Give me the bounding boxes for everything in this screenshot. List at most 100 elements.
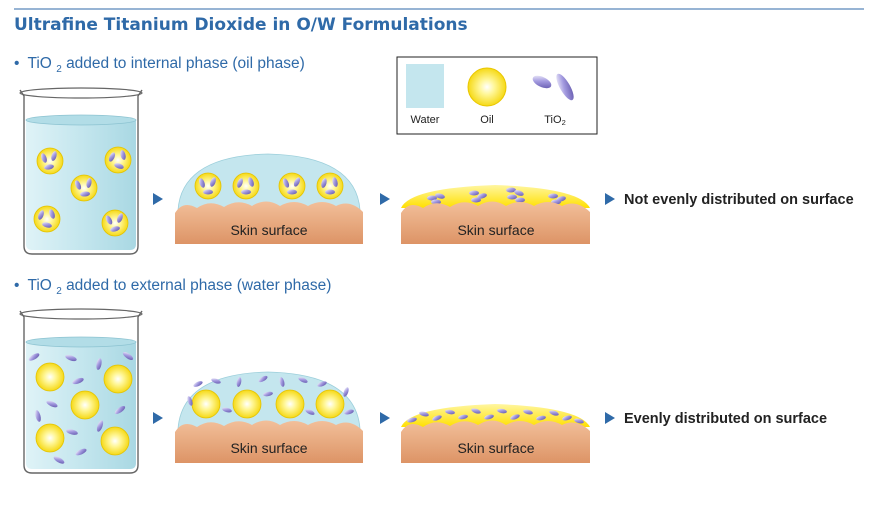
section1-text-before: TiO xyxy=(27,55,51,72)
beaker-liquid-surface xyxy=(25,336,137,348)
tio2-particle xyxy=(523,409,533,415)
section2-text-after: added to external phase (water phase) xyxy=(66,277,331,294)
beaker-glass xyxy=(19,89,143,255)
tio2-particle xyxy=(65,354,77,362)
arrow-right-icon xyxy=(605,412,615,424)
tio2-cluster xyxy=(506,187,525,203)
tio2-particle xyxy=(305,409,315,415)
arrow-right-icon xyxy=(153,412,163,424)
arrow-right-icon xyxy=(380,193,390,205)
beaker-rim xyxy=(19,87,143,99)
tio2-particle xyxy=(298,377,308,383)
tio2-particle xyxy=(407,417,417,423)
oil-droplet xyxy=(35,423,65,453)
section2-bullet: • xyxy=(14,277,19,294)
tio2-particle xyxy=(35,410,41,422)
oil-droplet xyxy=(100,426,130,456)
tio2-particle xyxy=(96,358,102,370)
legend-tio2-particle-1 xyxy=(532,75,552,89)
beaker-liquid-surface xyxy=(25,114,137,126)
skin-surface-label: Skin surface xyxy=(230,222,307,238)
tio2-particle xyxy=(419,411,429,417)
tio2-particle xyxy=(211,378,221,384)
tio2-particle xyxy=(53,456,65,464)
legend-water-label: Water xyxy=(411,114,440,126)
row2-beaker-contents xyxy=(28,351,134,464)
water-dome xyxy=(177,153,361,211)
tio2-particle xyxy=(471,408,481,414)
row1-beaker-droplets xyxy=(33,146,132,237)
result-oil-phase: Not evenly distributed on surface xyxy=(624,192,854,208)
beaker-rim xyxy=(19,308,143,320)
tio2-particle xyxy=(258,375,268,383)
tio2-particle xyxy=(484,414,494,420)
tio2-particle xyxy=(222,407,232,413)
section1-heading: • TiO 2 added to internal phase (oil pha… xyxy=(14,55,305,76)
tio2-particle xyxy=(75,448,87,456)
beaker-glass xyxy=(19,310,143,474)
section1-subscript: 2 xyxy=(56,64,62,75)
row2-panel-water-dome xyxy=(177,371,361,430)
section2-text-before: TiO xyxy=(27,277,51,294)
section2-subscript: 2 xyxy=(56,286,62,297)
legend-oil-label: Oil xyxy=(480,114,493,126)
tio2-particle xyxy=(66,429,78,435)
oil-droplet-with-tio2 xyxy=(104,146,132,174)
tio2-particle xyxy=(193,381,203,387)
tio2-cluster xyxy=(427,193,445,205)
tio2-particle xyxy=(122,351,134,361)
oil-droplet-with-tio2 xyxy=(101,209,129,237)
tio2-particle xyxy=(114,405,126,415)
oil-droplet-with-tio2 xyxy=(232,172,260,200)
section2-heading: • TiO 2 added to external phase (water p… xyxy=(14,277,331,298)
tio2-particle xyxy=(574,418,584,424)
tio2-particle xyxy=(549,410,559,416)
arrow-right-icon xyxy=(153,193,163,205)
skin-surface: Skin surface xyxy=(175,420,363,463)
section1-text-after: added to internal phase (oil phase) xyxy=(66,55,305,72)
legend-tio2-particle-2 xyxy=(556,73,574,101)
arrow-right-icon xyxy=(605,193,615,205)
oil-droplet-with-tio2 xyxy=(36,147,64,175)
oil-droplet xyxy=(191,389,221,419)
tio2-particle xyxy=(445,409,455,415)
legend-oil-swatch xyxy=(467,67,507,107)
row1-panel-water-dome xyxy=(177,153,361,211)
oil-droplet-with-tio2 xyxy=(316,172,344,200)
oil-droplet xyxy=(35,362,65,392)
tio2-particle xyxy=(344,409,354,415)
legend-tio2-text: TiO xyxy=(544,114,562,126)
oil-droplet xyxy=(70,390,100,420)
tio2-particle xyxy=(96,420,104,432)
oil-droplet-with-tio2 xyxy=(70,174,98,202)
legend-tio2-label: TiO2 xyxy=(544,114,565,127)
oil-film xyxy=(401,185,590,208)
legend-water-swatch xyxy=(406,64,444,108)
skin-surface: Skin surface xyxy=(401,201,590,244)
oil-droplet-with-tio2 xyxy=(194,172,222,200)
row2-panel-oil-film xyxy=(401,404,590,427)
oil-droplet-with-tio2 xyxy=(33,205,61,233)
oil-droplet xyxy=(103,364,133,394)
skin-surface-label: Skin surface xyxy=(230,440,307,456)
skin-surface-label: Skin surface xyxy=(457,222,534,238)
row1-panel-oil-film xyxy=(401,185,590,208)
tio2-particle xyxy=(317,381,327,387)
oil-droplet-with-tio2 xyxy=(278,172,306,200)
tio2-particle xyxy=(458,414,468,420)
skin-surface: Skin surface xyxy=(401,420,590,463)
tio2-particle xyxy=(536,415,546,421)
result-water-phase: Evenly distributed on surface xyxy=(624,411,827,427)
tio2-particle xyxy=(510,414,520,420)
legend: Water Oil TiO2 xyxy=(396,56,598,135)
tio2-particle xyxy=(46,400,58,408)
tio2-particle xyxy=(263,391,273,397)
tio2-particle xyxy=(187,396,193,406)
tio2-particle xyxy=(432,415,442,421)
page-title: Ultrafine Titanium Dioxide in O/W Formul… xyxy=(14,15,468,35)
tio2-particle xyxy=(72,377,84,385)
tio2-particle xyxy=(562,415,572,421)
skin-surface-label: Skin surface xyxy=(457,440,534,456)
tio2-cluster xyxy=(469,190,487,203)
